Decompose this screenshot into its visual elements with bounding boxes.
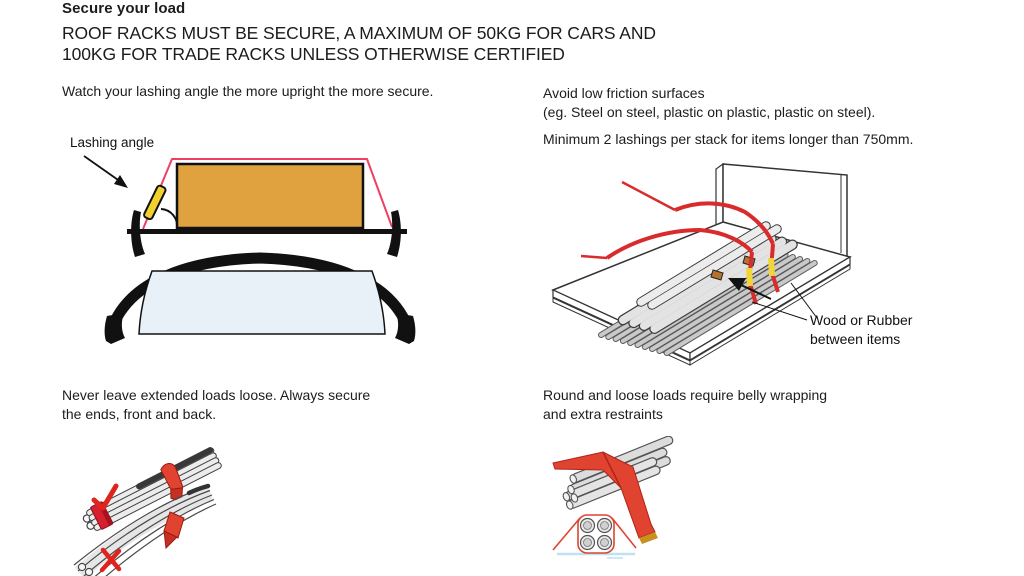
- trailer-lashing-illustration: [551, 162, 852, 366]
- belly-wrap-illustration: [552, 436, 674, 559]
- page-title: Secure your load: [62, 0, 186, 17]
- lashing-angle-text: Watch your lashing angle the more uprigh…: [62, 83, 434, 99]
- lashing-angle-callout: Lashing angle: [70, 135, 155, 150]
- friction-text: Avoid low friction surfaces (eg. Steel o…: [543, 84, 1003, 149]
- rack-tower-left: [131, 210, 145, 257]
- pillar-left: [104, 313, 125, 344]
- strap-tip: [639, 532, 658, 544]
- extended-line-1: Never leave extended loads loose. Always…: [62, 387, 371, 403]
- lashing-strap-front: [580, 227, 758, 305]
- friction-line-1: Avoid low friction surfaces: [543, 85, 705, 101]
- windshield: [138, 270, 386, 335]
- wood-callout-line-1: Wood or Rubber: [810, 312, 913, 328]
- rack-bar: [127, 229, 407, 234]
- secured-bundle: [82, 447, 222, 531]
- pipe-ends: [562, 474, 579, 510]
- extended-loads-illustration: [73, 447, 222, 576]
- load-box: [175, 162, 365, 230]
- x-mark-icon: [99, 547, 122, 573]
- page-subtitle: ROOF RACKS MUST BE SECURE, A MAXIMUM OF …: [62, 23, 656, 65]
- extended-loads-text: Never leave extended loads loose. Always…: [62, 386, 462, 424]
- belly-strap: [552, 451, 658, 544]
- wood-block: [710, 269, 724, 281]
- mid-strap: [163, 511, 185, 539]
- cross-section-diagram: [552, 514, 637, 559]
- subtitle-line-2: 100KG FOR TRADE RACKS UNLESS OTHERWISE C…: [62, 44, 565, 64]
- checkmark-icon: [91, 483, 119, 511]
- callout-arrow-icon: [83, 155, 128, 188]
- round-line-1: Round and loose loads require belly wrap…: [543, 387, 828, 403]
- round-loads-text: Round and loose loads require belly wrap…: [543, 386, 943, 424]
- lashing-strap-rear: [621, 180, 780, 293]
- car-roof: [106, 252, 414, 331]
- angle-marker: [143, 184, 167, 221]
- round-pipe-bundle: [562, 436, 674, 510]
- subtitle-line-1: ROOF RACKS MUST BE SECURE, A MAXIMUM OF …: [62, 23, 656, 43]
- minimum-lashings-text: Minimum 2 lashings per stack for items l…: [543, 131, 914, 147]
- pillar-right: [395, 313, 416, 344]
- rack-tower-right: [387, 210, 401, 257]
- wood-rubber-callout: Wood or Rubber between items: [810, 311, 940, 349]
- friction-line-2: (eg. Steel on steel, plastic on plastic,…: [543, 104, 876, 120]
- car-roof-lashing-illustration: [83, 155, 416, 344]
- wood-arrow-icon: [728, 278, 772, 300]
- extended-line-2: the ends, front and back.: [62, 406, 217, 422]
- angle-arc: [160, 208, 179, 229]
- round-line-2: and extra restraints: [543, 406, 663, 422]
- headboard-flange: [715, 162, 724, 228]
- loose-bundle: [73, 483, 217, 576]
- wood-callout-line-2: between items: [810, 331, 901, 347]
